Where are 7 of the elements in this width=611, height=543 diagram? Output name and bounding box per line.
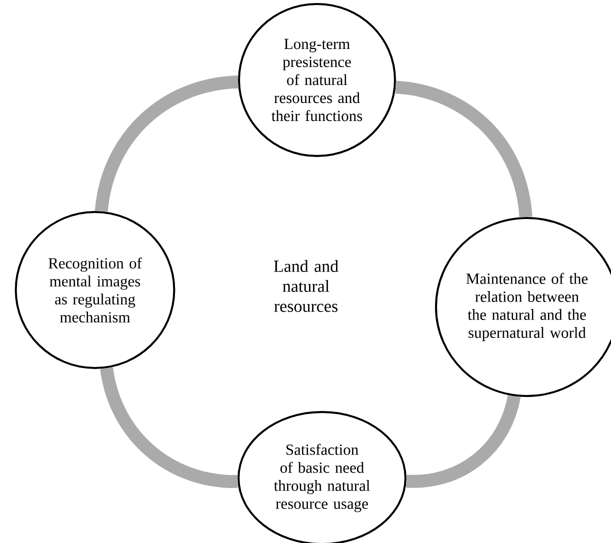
center-text: Land and natural resources (274, 260, 338, 312)
circle-node: Long-term presistence of natural resources and their functions (238, 3, 396, 157)
circle-node: Recognition of mental images as regulating mechanism (14, 211, 176, 369)
ring-arc (394, 80, 532, 218)
ring-arc (100, 367, 238, 488)
ring-arc (94, 75, 239, 212)
ring-arc (406, 394, 521, 488)
